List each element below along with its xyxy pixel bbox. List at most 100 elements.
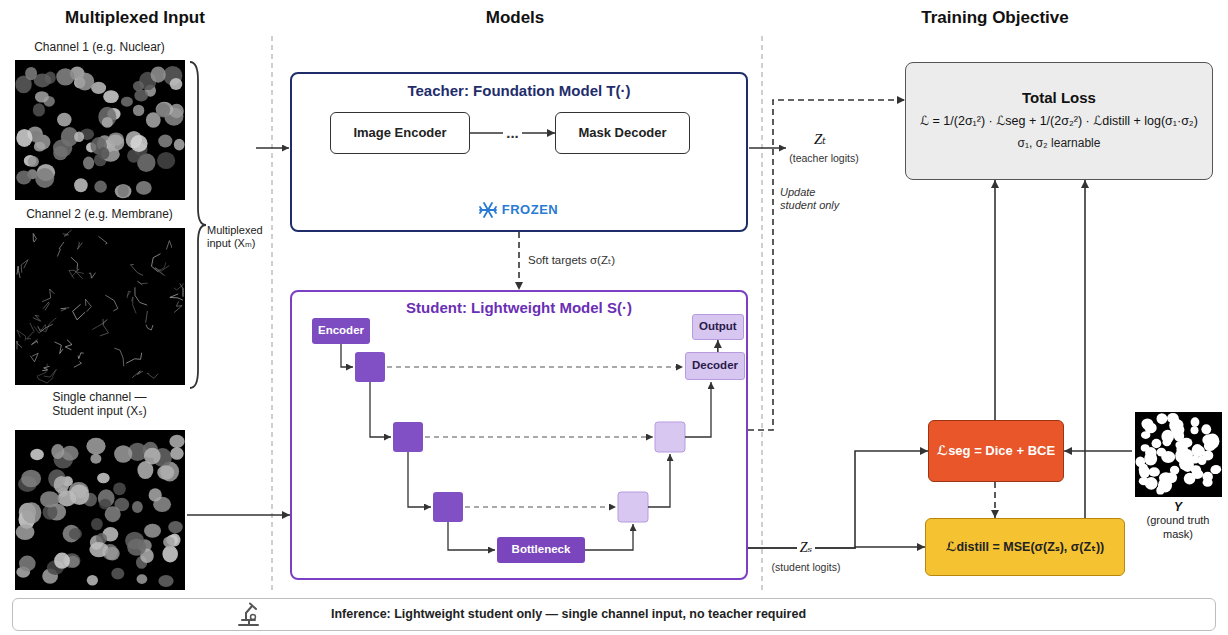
cell-mark [19,556,36,572]
cell-mark [105,547,120,561]
cell-mark [162,546,178,563]
cell-mark [1210,466,1220,474]
connector-arrow [1084,180,1086,518]
column-header: Training Objective [921,8,1068,28]
node-text: Encoder [318,324,364,338]
cell-mark [151,67,166,83]
connector-arrow [1064,450,1132,452]
cell-mark [1202,434,1215,445]
cell-mark [17,330,26,341]
cell-mark [98,147,109,160]
cell-mark [94,181,107,193]
cell-mark [133,81,144,91]
cell-mark [54,476,69,493]
cell-mark [28,156,39,167]
cell-mark [135,287,147,305]
cell-mark [1192,444,1204,457]
cell-mark [105,295,118,311]
cell-mark [69,485,89,506]
cell-mark [38,364,48,376]
cell-mark [1179,459,1189,470]
cell-mark [132,297,137,314]
cell-mark [91,518,103,530]
logits-symbol: Zₜ [814,130,826,148]
cell-mark [103,90,119,103]
dashed-connector [748,100,905,430]
column-separator [761,36,762,592]
membrane-channel-image [15,228,185,385]
cell-mark [174,301,182,312]
ground-truth-panel: Y(ground truth mask) [1132,412,1224,541]
cell-mark [27,323,34,339]
cell-mark [134,90,148,102]
cell-mark [1167,413,1179,423]
cell-mark [114,445,132,463]
cell-mark [157,152,175,169]
cell-mark [25,67,37,80]
cell-mark [170,447,183,460]
cell-mark [137,574,148,584]
cell-mark [53,139,72,157]
cell-mark [170,294,183,300]
column-separator [271,36,272,592]
cell-mark [136,181,152,195]
cell-mark [63,230,72,236]
unet-blocks [355,352,685,522]
box-title: Student: Lightweight Model S(·) [292,299,746,317]
cell-mark [115,184,132,198]
cell-mark [74,178,88,192]
cell-mark [33,315,41,321]
cell-mark [1145,447,1157,459]
input-arrow [256,147,289,149]
cell-mark [1141,431,1150,439]
inference-banner: Inference: Lightweight student only — si… [12,598,1216,631]
cell-mark [147,373,158,378]
edge-label: Soft targets σ(Zₜ) [528,254,615,268]
cell-mark [149,488,162,501]
cell-mark [102,117,113,128]
cell-mark [1145,477,1158,490]
cell-mark [127,291,130,298]
microscope-icon [239,604,258,626]
cell-mark [132,501,143,513]
node-text: ℒseg = Dice + BCE [937,443,1055,459]
cell-mark [22,502,41,523]
cell-mark [34,325,46,334]
cell-mark [158,262,166,276]
cell-mark [163,537,175,548]
cell-mark [170,78,183,90]
cell-mark [17,266,20,278]
cell-mark [100,319,109,336]
cell-mark [157,465,174,480]
cell-mark [113,482,126,495]
cell-mark [1211,465,1221,474]
cell-mark [51,444,64,459]
node-text: Single channel — Student input (Xₛ) [37,390,162,419]
cell-mark [57,242,64,257]
node-text: ℒdistill = MSE(σ(Zₛ), σ(Zₜ)) [946,540,1105,555]
cell-mark [87,575,98,586]
cell-mark [73,304,86,320]
cell-mark [1171,427,1182,437]
edge-label: Update student only [780,186,846,212]
unet-block: Bottleneck [497,537,585,563]
cell-mark [30,449,44,461]
cell-mark [158,575,173,587]
cell-mark [42,289,54,302]
cell-mark [35,91,49,102]
cell-mark [1161,451,1175,463]
cell-mark [1166,472,1177,483]
unet-block: Decoder [685,352,745,380]
logits-note: (student logits) [772,561,841,574]
cell-mark [1152,439,1162,448]
cell-mark [54,553,70,569]
cell-mark [78,242,83,249]
input-image-panel: Channel 1 (e.g. Nuclear) [12,40,187,202]
connector-arrow [748,547,925,548]
cell-mark [33,234,36,243]
cell-mark [35,168,54,188]
cell-mark [16,129,32,147]
cell-mark [155,266,169,275]
grouping-brace [190,62,206,388]
cell-mark [105,506,121,522]
